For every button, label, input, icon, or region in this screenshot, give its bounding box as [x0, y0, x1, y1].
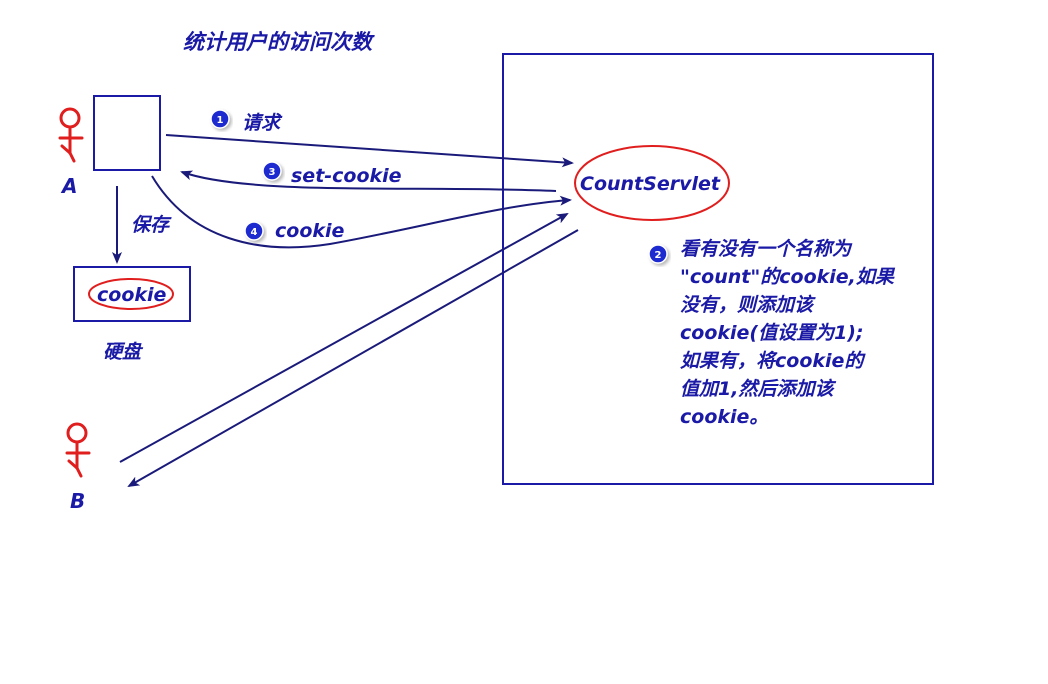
- step-3-number: 3: [269, 167, 276, 178]
- note-line-1: 看有没有一个名称为: [680, 238, 853, 260]
- step-3-label: set-cookie: [291, 165, 402, 187]
- b-response-arrow: [127, 229, 579, 487]
- step-1-badge: 1: [210, 109, 230, 129]
- cookie-arrow: [151, 175, 572, 249]
- step-2-number: 2: [655, 250, 662, 261]
- browser-a-box: [93, 95, 161, 171]
- note-line-2: "count"的cookie,如果: [680, 266, 896, 288]
- step-4-number: 4: [251, 227, 258, 238]
- user-a-label: A: [60, 174, 77, 198]
- cookie-oval: [88, 278, 174, 310]
- note-line-7: cookie。: [680, 406, 768, 428]
- step-4-badge: 4: [244, 221, 264, 241]
- step-4-label: cookie: [275, 220, 345, 242]
- server-box: [502, 53, 934, 485]
- save-label: 保存: [131, 214, 172, 236]
- cookie-on-disk: cookie: [97, 284, 167, 306]
- note-line-5: 如果有，将cookie的: [680, 350, 866, 372]
- servlet-oval: [574, 145, 730, 221]
- set-cookie-arrow: [180, 170, 557, 192]
- servlet-note: 看有没有一个名称为 "count"的cookie,如果 没有，则添加该 cook…: [680, 238, 896, 428]
- note-line-4: cookie(值设置为1);: [680, 322, 864, 344]
- step-3-badge: 3: [262, 161, 282, 181]
- diagram-title: 统计用户的访问次数: [183, 30, 375, 54]
- step-1-label: 请求: [242, 112, 283, 134]
- user-a-icon: [58, 107, 84, 163]
- user-b-icon: [65, 422, 91, 478]
- request-arrow: [165, 134, 574, 168]
- disk-box: [73, 266, 191, 322]
- note-line-6: 值加1,然后添加该: [680, 378, 836, 400]
- disk-label: 硬盘: [103, 341, 144, 363]
- step-1-number: 1: [217, 115, 224, 126]
- step-2-badge: 2: [648, 244, 668, 264]
- b-request-arrow: [119, 213, 569, 463]
- servlet-label: CountServlet: [580, 173, 721, 195]
- note-line-3: 没有，则添加该: [680, 294, 816, 316]
- user-b-label: B: [70, 489, 85, 513]
